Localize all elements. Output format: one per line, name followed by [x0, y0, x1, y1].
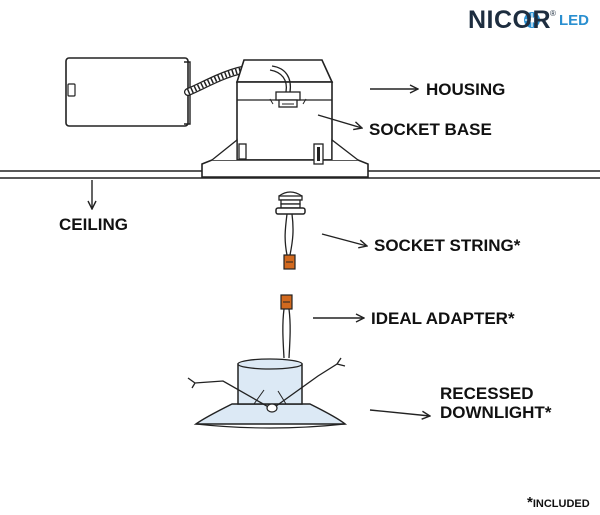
socket-string — [275, 191, 306, 270]
ideal-adapter — [280, 294, 293, 359]
downlight-arrow — [369, 409, 430, 416]
brand-logo-text: NICOR — [468, 6, 552, 34]
footnote: *INCLUDED — [527, 494, 590, 512]
label-socket-base: SOCKET BASE — [369, 120, 492, 139]
brand-logo-suffix: LED — [559, 12, 589, 29]
brand-registered-mark: ® — [550, 9, 556, 18]
label-housing: HOUSING — [426, 80, 506, 99]
label-downlight: DOWNLIGHT* — [440, 403, 552, 422]
label-ideal-adapter: IDEAL ADAPTER* — [371, 309, 515, 328]
socket-base-arrow — [317, 114, 362, 128]
callout-arrows — [92, 89, 430, 416]
junction-box — [65, 57, 191, 127]
footnote-star: * — [527, 494, 533, 511]
logo-burst-icon — [524, 12, 540, 28]
socket-base — [269, 91, 307, 108]
label-recessed: RECESSED — [440, 384, 534, 403]
socket-string-arrow — [321, 233, 367, 246]
footnote-text: INCLUDED — [532, 498, 590, 510]
label-socket-string: SOCKET STRING* — [374, 236, 521, 255]
label-ceiling: CEILING — [59, 215, 128, 234]
housing-wiring — [269, 65, 292, 93]
recessed-downlight — [187, 357, 348, 429]
